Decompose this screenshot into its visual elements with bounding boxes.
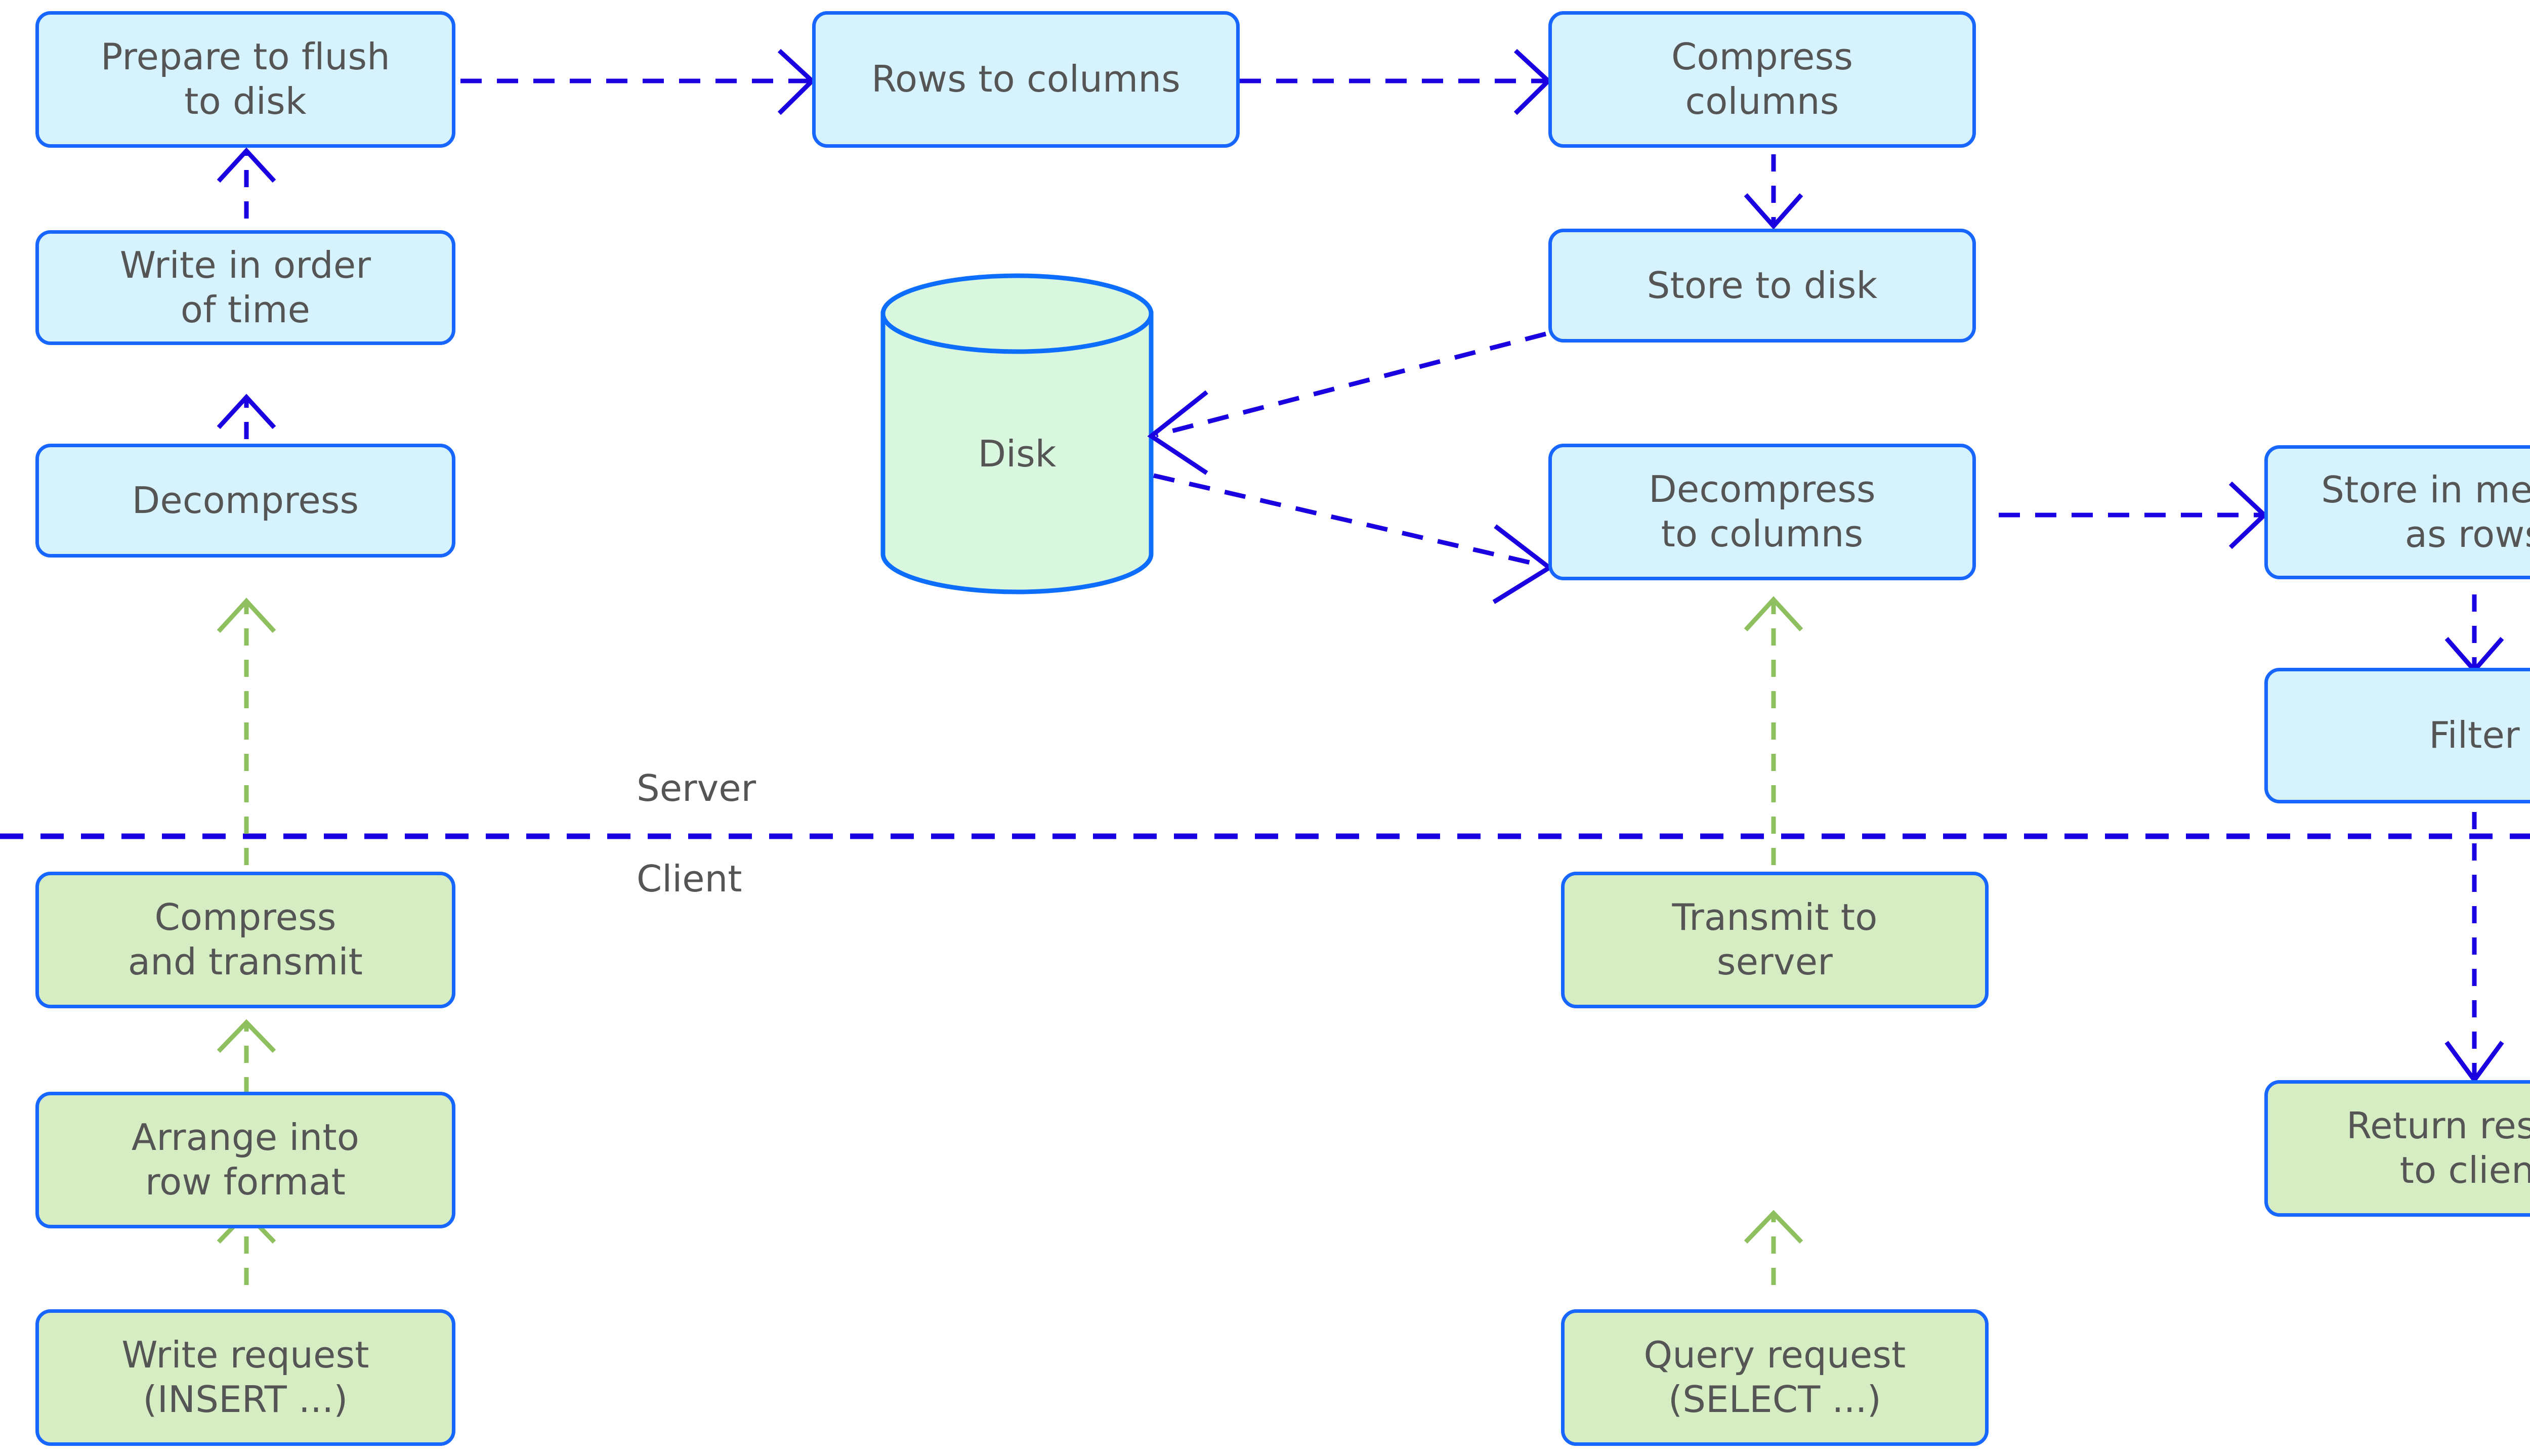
edge-disk-to-decompress-columns [1153,473,1553,604]
node-return-results-to-client[interactable]: Return results to client [2264,1080,2530,1217]
boundary-label-server: Server [637,767,756,809]
edge-rows-to-columns-to-compress-columns [1240,49,1552,115]
node-compress-columns[interactable]: Compress columns [1548,11,1976,148]
node-arrange-into-row-format[interactable]: Arrange into row format [35,1092,455,1228]
edge-store-to-disk-to-disk [1147,331,1547,475]
node-transmit-to-server[interactable]: Transmit to server [1561,872,1989,1008]
node-decompress[interactable]: Decompress [35,444,455,558]
edge-arrange-to-compress-transmit [217,1019,276,1094]
node-store-in-memory-as-rows[interactable]: Store in memory as rows [2264,445,2530,579]
edge-transmit-to-decompress-columns [1744,596,1803,896]
node-query-request-select[interactable]: Query request (SELECT ...) [1561,1309,1989,1446]
edge-compress-columns-to-store-to-disk [1744,154,1803,230]
edge-query-request-to-transmit [1744,1210,1803,1285]
edge-compress-transmit-to-decompress [217,597,276,896]
boundary-label-client: Client [637,858,742,900]
node-store-to-disk[interactable]: Store to disk [1548,229,1976,342]
edge-filter-to-return-results [2444,812,2504,1084]
edge-store-in-memory-to-filter [2444,594,2504,674]
node-filter[interactable]: Filter [2264,668,2530,803]
node-compress-and-transmit[interactable]: Compress and transmit [35,872,455,1008]
node-write-in-order-of-time[interactable]: Write in order of time [35,230,455,345]
node-decompress-to-columns[interactable]: Decompress to columns [1548,444,1976,580]
edge-decompress-columns-to-store-in-memory [1999,481,2268,549]
node-rows-to-columns[interactable]: Rows to columns [812,11,1240,148]
node-prepare-to-flush-to-disk[interactable]: Prepare to flush to disk [35,11,455,148]
node-write-request-insert[interactable]: Write request (INSERT ...) [35,1309,455,1446]
disk-label: Disk [978,433,1057,475]
edge-prepare-flush-to-rows-to-columns [460,49,816,115]
